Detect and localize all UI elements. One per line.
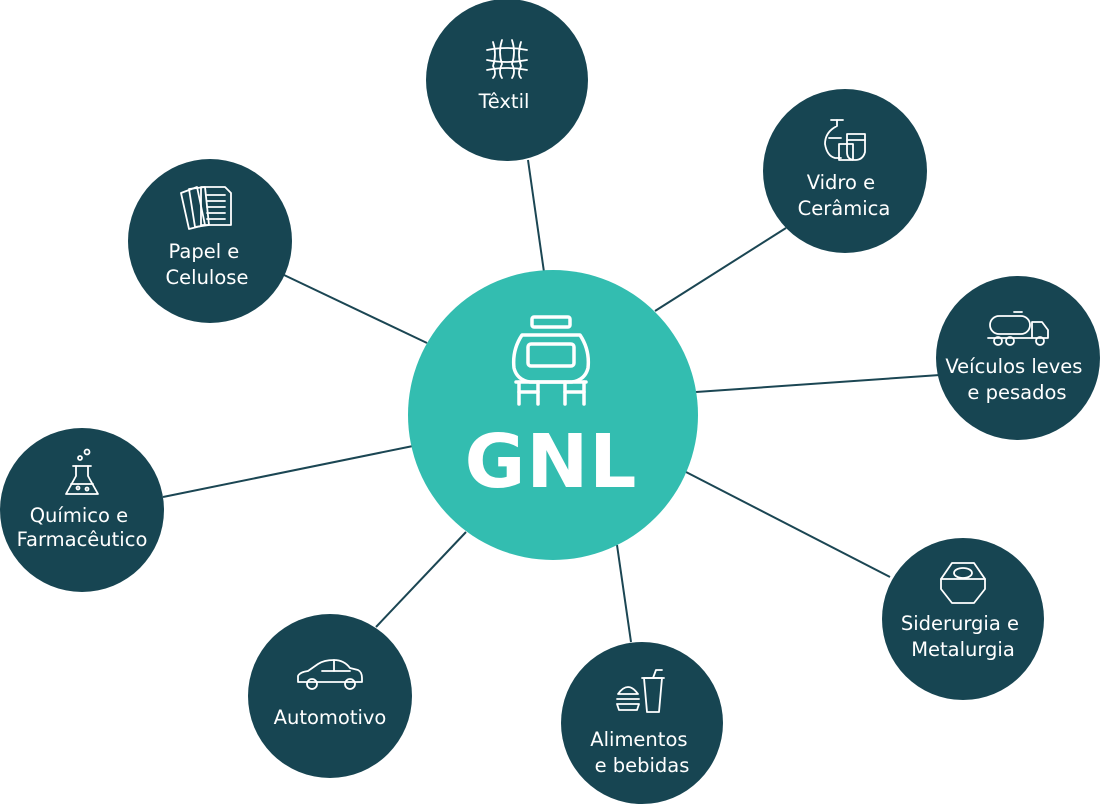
link-automotivo [375, 531, 467, 628]
node-circle [882, 538, 1044, 700]
node-circle [936, 276, 1100, 440]
link-papel [283, 274, 428, 344]
link-veiculos [695, 374, 941, 393]
pottery-vase-icon [824, 119, 866, 161]
node-circle [426, 0, 588, 161]
link-textil [527, 159, 545, 273]
node-label: Químico e Farmacêutico [17, 504, 148, 551]
node-circle [0, 428, 164, 592]
node-label: Alimentos e bebidas [590, 728, 693, 777]
node-automotivo: Automotivo [248, 614, 412, 778]
node-label: Siderurgia e Metalurgia [901, 612, 1025, 661]
node-vidro-ceramica: Vidro e Cerâmica [763, 89, 927, 253]
connector-lines [162, 159, 941, 643]
node-label: Têxtil [478, 90, 530, 113]
node-alimentos: Alimentos e bebidas [561, 642, 723, 804]
flask-icon [65, 448, 99, 495]
hub-label: GNL [465, 419, 638, 505]
tanker-truck-icon [987, 311, 1049, 346]
link-quimico [162, 445, 414, 498]
hub-node-gnl: GNL [408, 270, 698, 560]
link-siderurgia [685, 471, 891, 578]
burger-drink-icon [616, 669, 665, 713]
node-label: Papel e Celulose [166, 240, 249, 289]
node-papel: Papel e Celulose [128, 159, 292, 323]
node-quimico: Químico e Farmacêutico [0, 428, 164, 592]
lng-tank-icon [511, 315, 591, 406]
node-circle [561, 642, 723, 804]
paper-stack-icon [180, 186, 232, 230]
hub-circle [408, 270, 698, 560]
link-alimentos [616, 544, 632, 643]
node-veiculos: Veículos leves e pesados [936, 276, 1100, 440]
node-textil: Têxtil [426, 0, 588, 161]
link-vidro-ceramica [654, 227, 787, 312]
hex-nut-icon [940, 562, 986, 604]
node-circle [763, 89, 927, 253]
node-label: Vidro e Cerâmica [798, 171, 891, 220]
node-label: Automotivo [274, 706, 387, 729]
node-siderurgia: Siderurgia e Metalurgia [882, 538, 1044, 700]
car-icon [297, 659, 363, 690]
node-circle [248, 614, 412, 778]
node-circle [128, 159, 292, 323]
fabric-weave-icon [486, 39, 528, 79]
node-label: Veículos leves e pesados [945, 355, 1088, 404]
